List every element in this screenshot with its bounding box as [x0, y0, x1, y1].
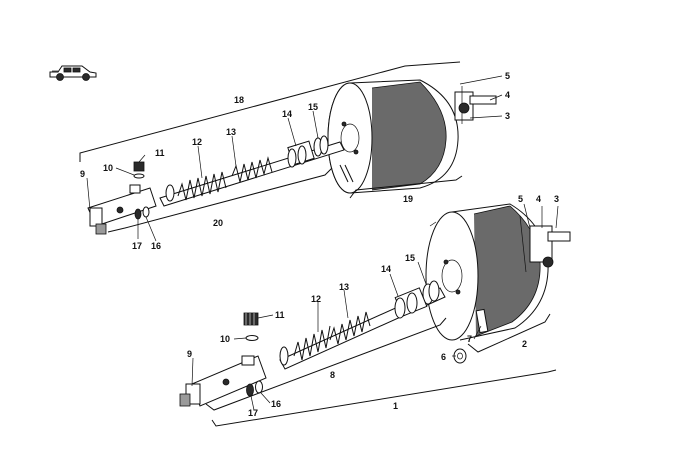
- lower-washer-17: [246, 383, 254, 397]
- upper-label-9: 9: [80, 169, 85, 179]
- upper-ring-16: [142, 206, 150, 218]
- upper-seal-15: [313, 135, 329, 157]
- upper-label-4: 4: [505, 90, 510, 100]
- upper-group-bracket-18: [79, 61, 461, 162]
- lower-label-8: 8: [330, 370, 335, 380]
- upper-label-19: 19: [403, 194, 413, 204]
- upper-washer-17: [134, 208, 142, 220]
- upper-label-5: 5: [505, 71, 510, 81]
- lower-label-3: 3: [554, 194, 559, 204]
- upper-cup-seal: [165, 184, 175, 202]
- lower-label-2: 2: [522, 339, 527, 349]
- lower-label-1: 1: [393, 401, 398, 411]
- upper-label-13: 13: [226, 127, 236, 137]
- upper-label-3: 3: [505, 111, 510, 121]
- lower-group-bracket-8: [205, 317, 447, 411]
- lower-label-5: 5: [518, 194, 523, 204]
- lower-washer-10: [245, 335, 259, 341]
- upper-brake-booster: [327, 79, 497, 194]
- lower-master-cylinder-9: [179, 355, 267, 407]
- lower-seal-15: [422, 280, 440, 305]
- upper-group-bracket-20: [107, 167, 333, 233]
- lower-label-17: 17: [248, 408, 258, 418]
- lower-label-12: 12: [311, 294, 321, 304]
- upper-spring-12: [177, 171, 227, 201]
- upper-label-16: 16: [151, 241, 161, 251]
- lower-group-bracket-1: [211, 369, 557, 427]
- upper-assembly: 18 5 4 3 15 14 13 12 11 10 9 17 16 20 19: [79, 61, 510, 251]
- lower-label-15: 15: [405, 253, 415, 263]
- lower-label-11: 11: [275, 310, 285, 320]
- lower-label-9: 9: [187, 349, 192, 359]
- upper-spring-13: [231, 156, 273, 183]
- lower-brake-booster: [425, 203, 571, 353]
- lower-label-4: 4: [536, 194, 541, 204]
- upper-group-bracket-19: [349, 175, 463, 199]
- upper-label-15: 15: [308, 102, 318, 112]
- lower-spring-12: [293, 325, 331, 361]
- upper-piston-14: [287, 140, 315, 168]
- lower-cap-11: [243, 312, 259, 326]
- lower-group-bracket-2: [467, 313, 551, 353]
- upper-label-14: 14: [282, 109, 292, 119]
- lower-cup-seal: [279, 346, 289, 366]
- upper-cap-11: [133, 161, 145, 172]
- upper-label-17: 17: [132, 241, 142, 251]
- upper-label-11: 11: [155, 148, 165, 158]
- upper-washer-10: [133, 173, 145, 179]
- upper-label-12: 12: [192, 137, 202, 147]
- lower-label-7: 7: [467, 334, 472, 344]
- lower-label-13: 13: [339, 282, 349, 292]
- upper-master-cylinder-9: [87, 184, 157, 235]
- lower-label-16: 16: [271, 399, 281, 409]
- lower-piston-14: [394, 287, 428, 319]
- car-icon: [49, 65, 97, 81]
- upper-label-18: 18: [234, 95, 244, 105]
- lower-label-14: 14: [381, 264, 391, 274]
- lower-label-10: 10: [220, 334, 230, 344]
- upper-label-20: 20: [213, 218, 223, 228]
- lower-assembly: 5 4 3 15 14 13 12 11 10 9 7 6 2 8 17 16 …: [179, 194, 571, 427]
- lower-ring-16: [255, 380, 263, 394]
- lower-spring-13: [329, 311, 371, 345]
- upper-label-10: 10: [103, 163, 113, 173]
- lower-label-6: 6: [441, 352, 446, 362]
